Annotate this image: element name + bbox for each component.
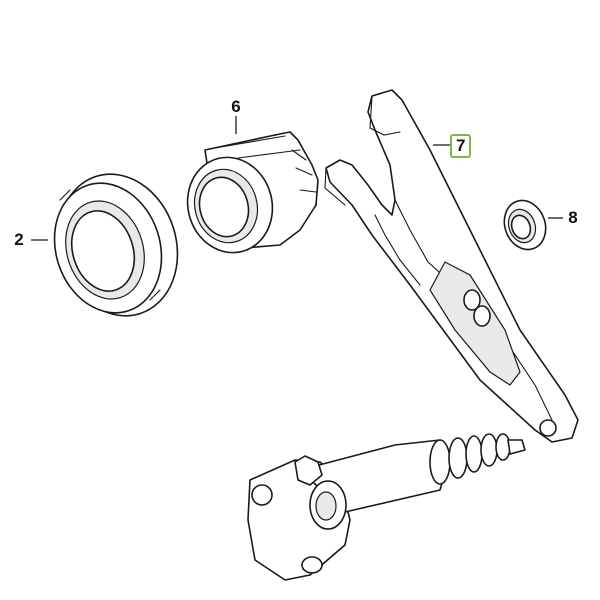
callout-2: 2	[14, 230, 24, 249]
callout-7-highlighted: 7	[450, 134, 472, 158]
slave-cylinder[interactable]	[247, 433, 526, 581]
part-7-release-fork[interactable]	[324, 89, 579, 443]
part-2-seal-ring[interactable]	[38, 159, 195, 332]
part-8-bushing[interactable]	[498, 195, 553, 256]
leader-lines	[31, 116, 563, 241]
part-6-release-bearing[interactable]	[177, 131, 319, 262]
dust-boot	[429, 433, 526, 485]
callout-8: 8	[568, 208, 578, 227]
callout-6: 6	[231, 97, 241, 116]
